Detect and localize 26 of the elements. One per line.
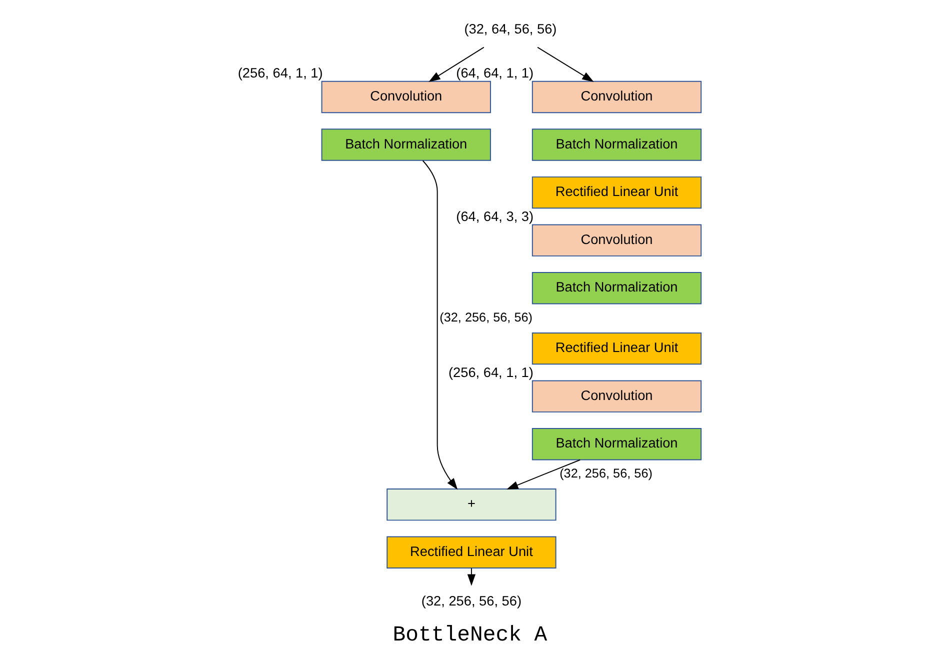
node-box: Batch Normalization [321,128,491,161]
node-box: Convolution [532,380,702,412]
arrow [422,160,458,490]
node-label: (64, 64, 1, 1) [456,66,534,81]
node-box: Batch Normalization [532,272,702,304]
node-text: (32, 256, 56, 56) [421,594,522,609]
node-box: + [386,488,556,521]
arrow [428,46,484,82]
arrow [467,568,476,586]
node-box: Rectified Linear Unit [532,332,702,365]
node-box: Batch Normalization [532,128,702,161]
node-box: Convolution [532,80,702,114]
node-box: Convolution [321,80,491,114]
node-label: (256, 64, 1, 1) [238,66,323,81]
node-label: (64, 64, 3, 3) [456,209,534,224]
arrow [537,46,594,82]
edge-label: (32, 256, 56, 56) [560,466,652,481]
node-box: Convolution [532,224,702,256]
arrow [506,459,581,490]
edge-label: (32, 256, 56, 56) [440,310,533,325]
node-box: Batch Normalization [532,428,702,460]
node-text: (32, 64, 56, 56) [464,21,557,36]
node-box: Rectified Linear Unit [386,536,556,568]
node-label: (256, 64, 1, 1) [448,365,534,380]
caption: BottleNeck A [392,624,548,648]
node-box: Rectified Linear Unit [532,176,702,209]
